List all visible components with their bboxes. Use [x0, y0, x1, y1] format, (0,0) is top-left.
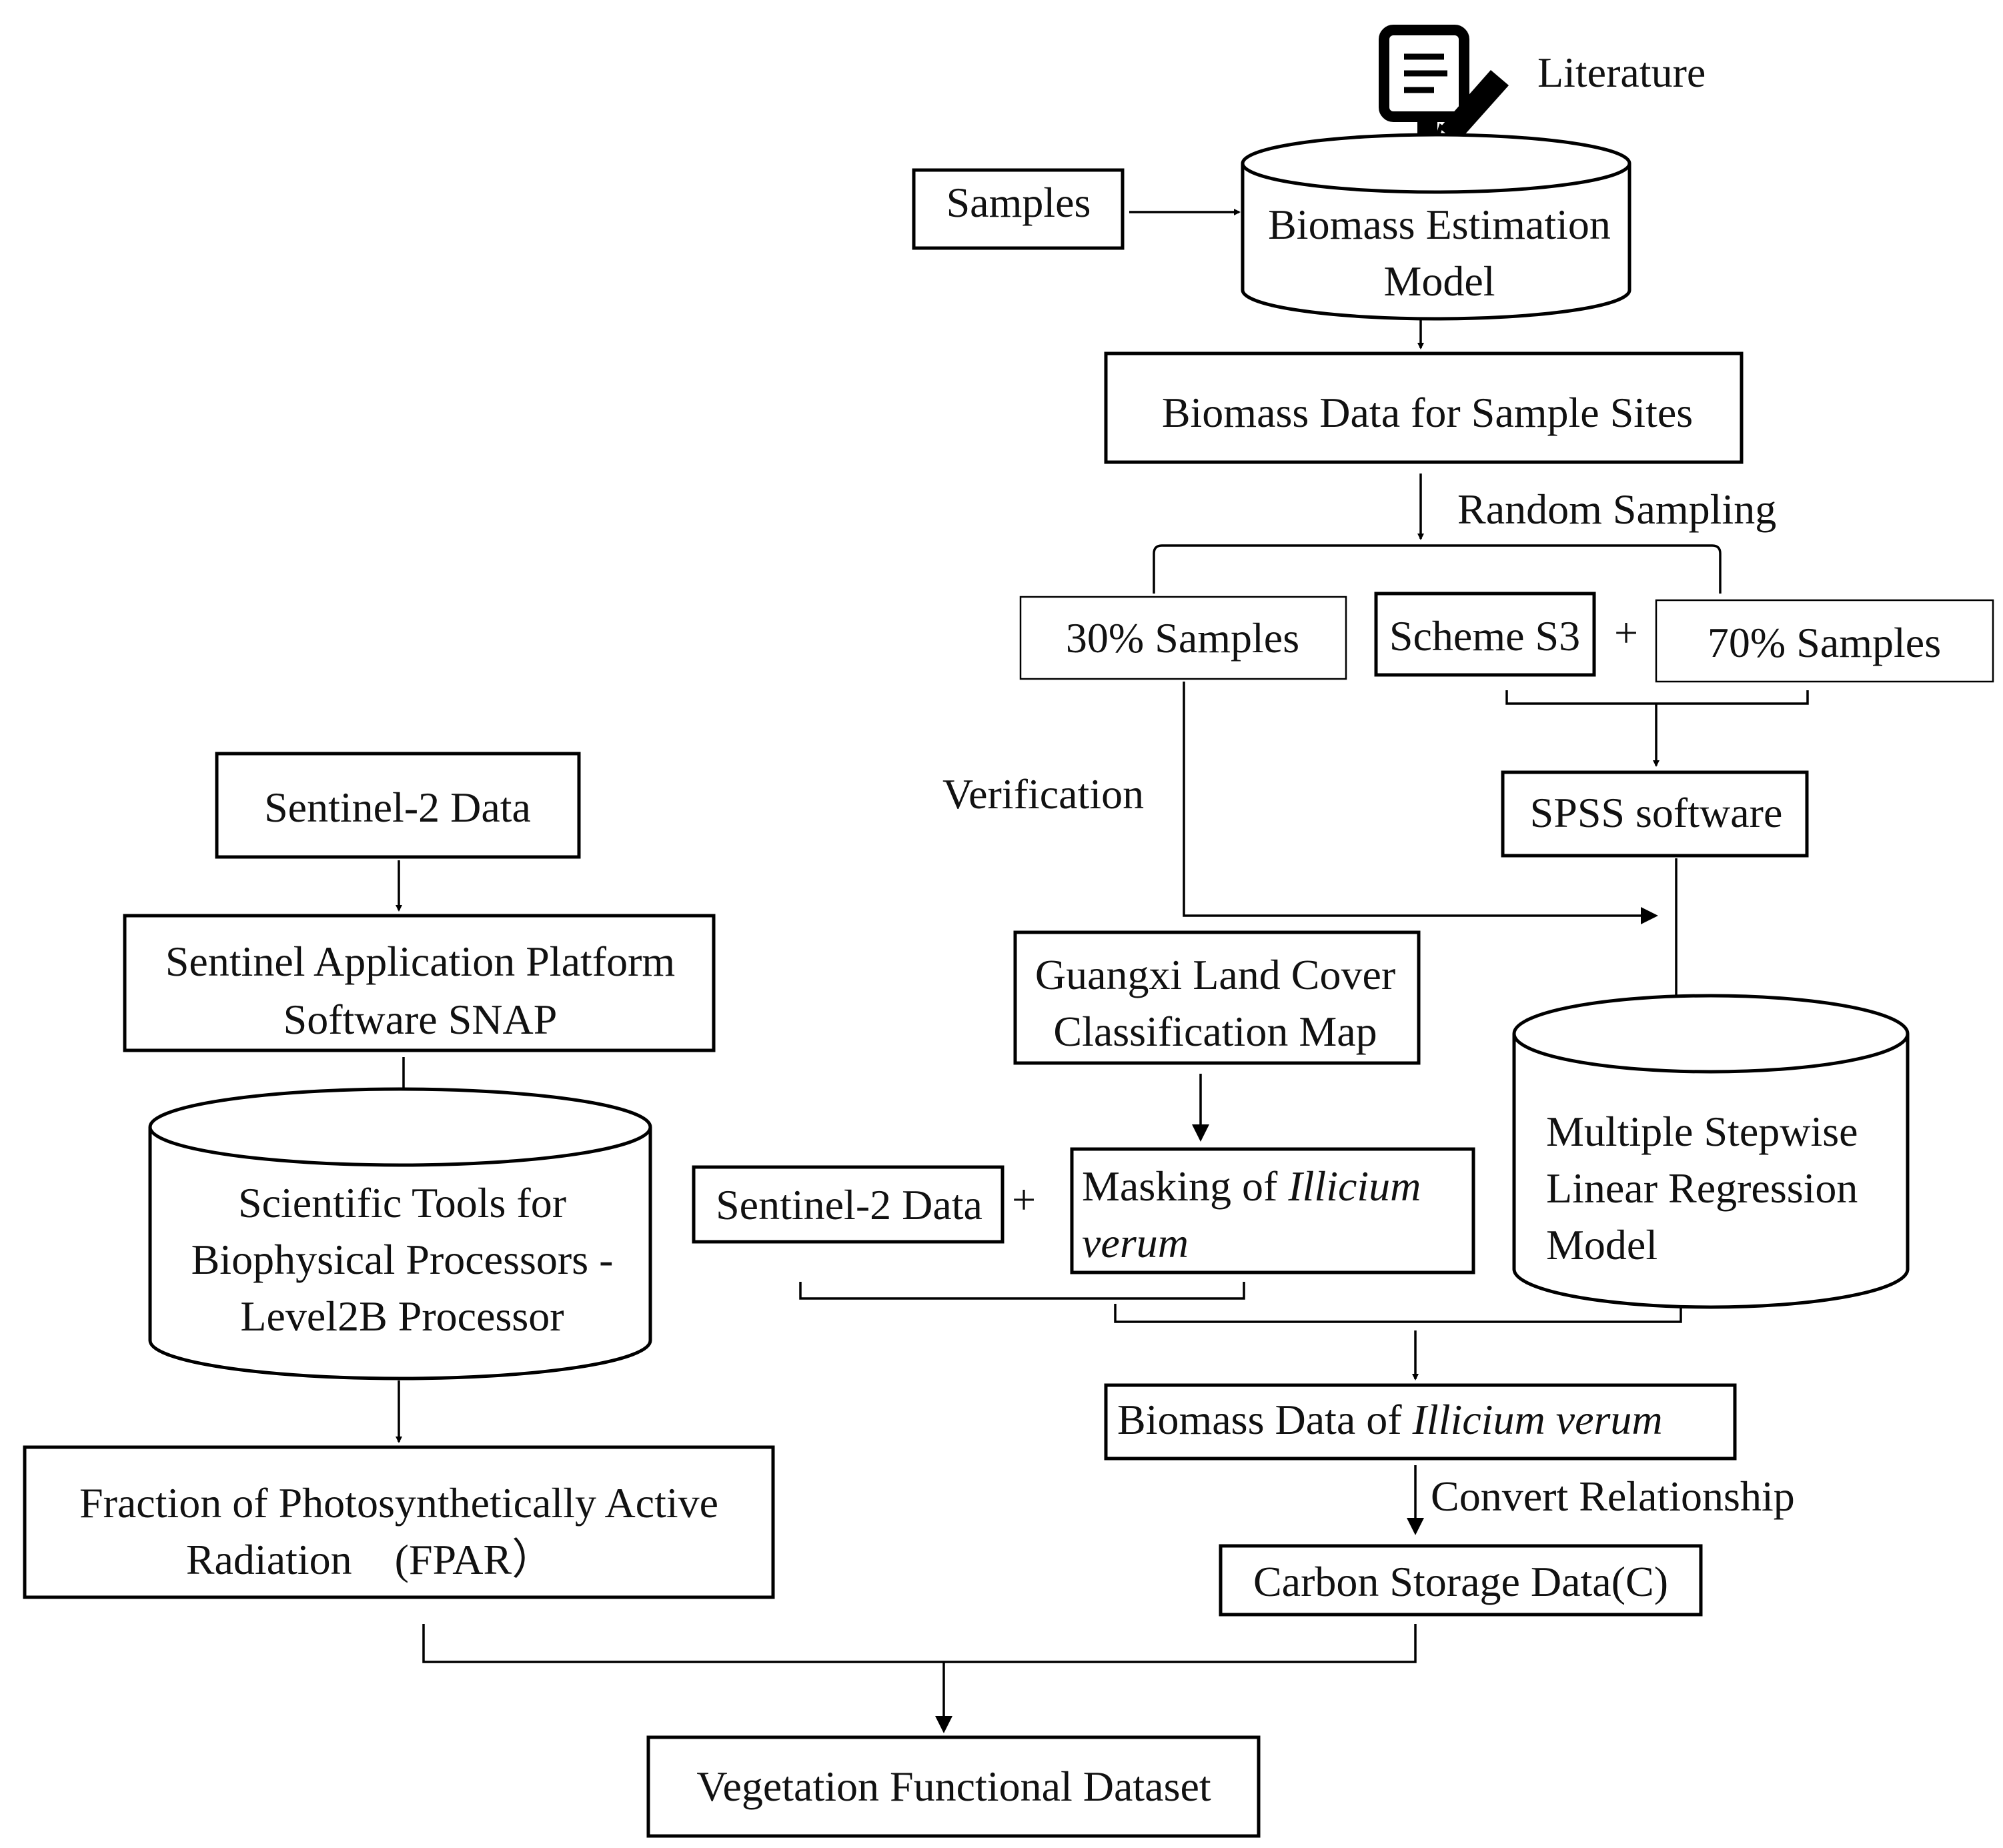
spss-box	[1501, 770, 1809, 858]
guangxi-label-line2: Classification Map	[1053, 1008, 1377, 1055]
random-sampling-label: Random Sampling	[1457, 486, 1776, 533]
vegetation-dataset-box	[646, 1735, 1261, 1838]
split-bracket	[1153, 544, 1722, 594]
final-merge-bracket	[422, 1624, 1417, 1663]
convert-relationship-label: Convert Relationship	[1431, 1473, 1795, 1520]
samples-label: Samples	[946, 179, 1091, 226]
biomass-sites-label: Biomass Data for Sample Sites	[1162, 389, 1693, 436]
merge-bracket-to-biomass	[1114, 1304, 1682, 1323]
snap-box	[123, 914, 716, 1052]
plus-sign-top: +	[1614, 609, 1638, 656]
merge-bracket-s3-70	[1505, 690, 1809, 705]
stbp-label-line3: Level2B Processor	[240, 1292, 564, 1340]
biomass-illicium-prefix: Biomass Data of	[1117, 1396, 1413, 1443]
masking-label-line1: Masking of Illicium	[1082, 1162, 1421, 1210]
stbp-cylinder	[148, 1087, 652, 1380]
fpar-label-line2: Radiation (FPAR）	[186, 1536, 554, 1583]
snap-label-line1: Sentinel Application Platform	[165, 938, 675, 985]
masking-box	[1070, 1147, 1475, 1274]
snap-label-line2: Software SNAP	[283, 996, 558, 1043]
verification-label: Verification	[942, 770, 1144, 818]
arrow-verification	[1183, 682, 1658, 924]
mslr-label-line3: Model	[1546, 1221, 1657, 1268]
carbon-storage-label: Carbon Storage Data(C)	[1253, 1558, 1668, 1605]
sentinel2-left-label: Sentinel-2 Data	[264, 784, 531, 831]
mslr-model-cylinder	[1512, 994, 1910, 1309]
carbon-storage-box	[1219, 1544, 1703, 1617]
samples-box	[912, 168, 1125, 250]
guangxi-map-box	[1013, 930, 1421, 1065]
spss-label: SPSS software	[1530, 789, 1783, 836]
stbp-label-line1: Scientific Tools for	[238, 1179, 566, 1226]
scheme-s3-box	[1374, 592, 1596, 677]
biomass-illicium-box	[1104, 1383, 1737, 1461]
stbp-label-line2: Biophysical Processors -	[191, 1236, 614, 1283]
biomass-model-label-line1: Biomass Estimation	[1268, 201, 1611, 248]
sentinel2-left-box	[215, 752, 581, 859]
scheme-s3-label: Scheme S3	[1389, 612, 1580, 660]
merge-bracket-sentinel-masking	[799, 1282, 1245, 1300]
masking-label-line2: verum	[1082, 1219, 1189, 1266]
plus-sign-mid: +	[1012, 1176, 1036, 1223]
fpar-label-line1: Fraction of Photosynthetically Active	[79, 1479, 718, 1527]
samples-30-label: 30% Samples	[1066, 614, 1299, 662]
mslr-label-line1: Multiple Stepwise	[1546, 1108, 1858, 1155]
biomass-model-label-line2: Model	[1383, 257, 1495, 305]
sentinel2-mid-box	[692, 1165, 1005, 1244]
masking-italic-1: Illicium	[1287, 1162, 1421, 1210]
literature-label: Literature	[1537, 49, 1706, 96]
guangxi-label-line1: Guangxi Land Cover	[1035, 951, 1395, 998]
biomass-estimation-model-cylinder	[1241, 133, 1631, 321]
fpar-box	[23, 1445, 775, 1599]
vegetation-dataset-label: Vegetation Functional Dataset	[696, 1763, 1211, 1810]
samples-70-box	[1655, 599, 1994, 683]
biomass-illicium-label: Biomass Data of Illicium verum	[1117, 1396, 1663, 1443]
samples-30-box	[1019, 596, 1347, 680]
masking-prefix: Masking of	[1082, 1162, 1288, 1210]
biomass-illicium-italic: Illicium verum	[1412, 1396, 1663, 1443]
samples-70-label: 70% Samples	[1708, 619, 1941, 666]
biomass-sites-box	[1104, 351, 1744, 464]
sentinel2-mid-label: Sentinel-2 Data	[716, 1181, 982, 1228]
mslr-label-line2: Linear Regression	[1546, 1164, 1858, 1212]
